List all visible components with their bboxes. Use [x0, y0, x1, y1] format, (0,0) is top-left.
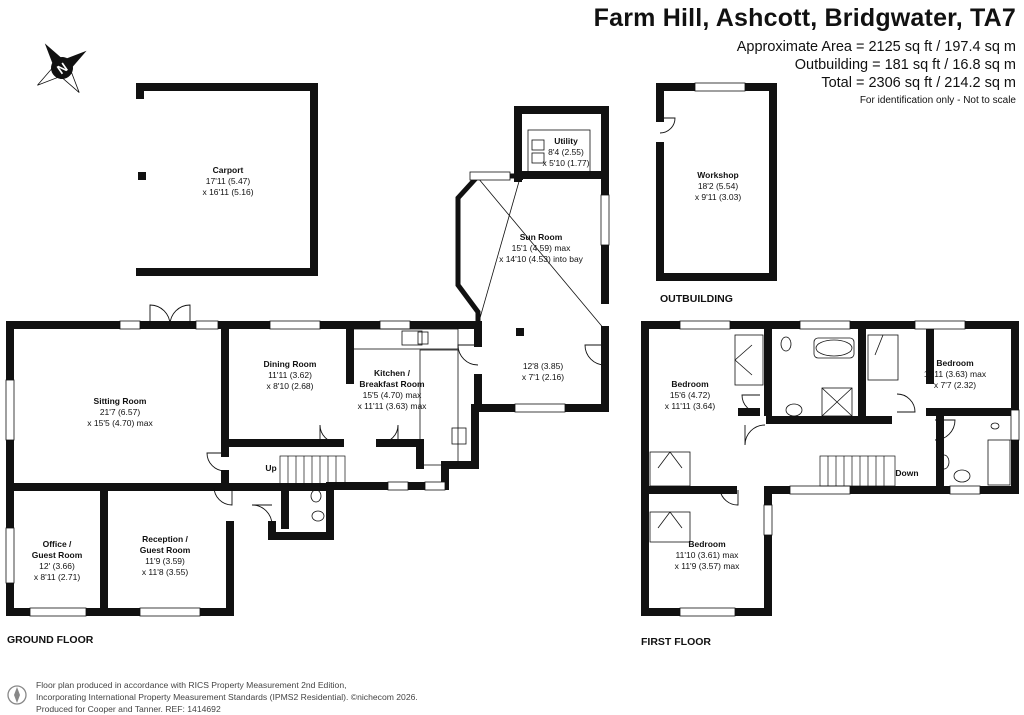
room-sitting-room: Sitting Room 21'7 (6.57) x 15'5 (4.70) m…	[87, 396, 153, 428]
room-carport: Carport 17'11 (5.47) x 16'11 (5.16)	[202, 165, 253, 197]
room-dim: x 15'5 (4.70) max	[87, 418, 153, 428]
stairs-ground	[279, 455, 346, 487]
room-office: Office / Guest Room 12' (3.66) x 8'11 (2…	[32, 539, 83, 582]
room-dim: x 11'8 (3.55)	[142, 567, 189, 577]
room-name: Utility	[554, 136, 578, 146]
total-area: Total = 2306 sq ft / 214.2 sq m	[821, 75, 1016, 91]
room-name: Bedroom	[936, 358, 974, 368]
room-dim: 11'10 (3.61) max	[676, 550, 740, 560]
room-name: Dining Room	[264, 359, 317, 369]
sun-room-diagonals	[477, 177, 606, 331]
room-dim: 18'2 (5.54)	[698, 181, 739, 191]
posts	[138, 172, 524, 336]
room-dim: 15'5 (4.70) max	[363, 390, 423, 400]
room-dim: x 11'11 (3.64)	[665, 401, 716, 411]
compass-icon	[37, 43, 87, 93]
outbuilding-label: OUTBUILDING	[660, 293, 733, 305]
room-name: Office /	[43, 539, 72, 549]
room-dim: 21'7 (6.57)	[100, 407, 141, 417]
room-dim: 11'9 (3.59)	[145, 556, 185, 566]
room-workshop: Workshop 18'2 (5.54) x 9'11 (3.03)	[695, 170, 742, 202]
room-name: Sun Room	[520, 232, 563, 242]
footer-line-1: Floor plan produced in accordance with R…	[36, 680, 347, 690]
room-dim: x 9'11 (3.03)	[695, 192, 742, 202]
room-dining-room: Dining Room 11'11 (3.62) x 8'10 (2.68)	[264, 359, 317, 391]
stairs-down-label: Down	[895, 468, 918, 478]
room-dim: x 7'1 (2.16)	[522, 372, 564, 382]
room-dim: 11'11 (3.63) max	[924, 369, 987, 379]
room-dim: x 16'11 (5.16)	[202, 187, 253, 197]
room-bedroom-1: Bedroom 15'6 (4.72) x 11'11 (3.64)	[665, 379, 716, 411]
room-sun-room-annex: 12'8 (3.85) x 7'1 (2.16)	[522, 361, 564, 382]
outbuilding-area: Outbuilding = 181 sq ft / 16.8 sq m	[794, 57, 1016, 73]
room-name: Guest Room	[140, 545, 191, 555]
nichecom-logo-icon	[7, 685, 27, 705]
identification-note: For identification only - Not to scale	[859, 95, 1016, 106]
room-dim: 15'1 (4.59) max	[512, 243, 572, 253]
room-name: Carport	[213, 165, 244, 175]
room-dim: x 5'10 (1.77)	[543, 158, 590, 168]
room-name: Breakfast Room	[359, 379, 425, 389]
room-dim: 11'11 (3.62)	[268, 370, 312, 380]
room-name: Sitting Room	[94, 396, 147, 406]
ground-floor-label: GROUND FLOOR	[7, 634, 94, 646]
room-dim: 12' (3.66)	[39, 561, 75, 571]
room-dim: 8'4 (2.55)	[548, 147, 584, 157]
room-name: Kitchen /	[374, 368, 411, 378]
room-dim: 12'8 (3.85)	[523, 361, 564, 371]
room-name: Workshop	[697, 170, 738, 180]
room-dim: x 14'10 (4.53) into bay	[499, 254, 584, 264]
sun-room-bay	[455, 173, 520, 330]
room-dim: x 7'7 (2.32)	[934, 380, 976, 390]
room-bedroom-2: Bedroom 11'11 (3.63) max x 7'7 (2.32)	[924, 358, 987, 390]
footer-line-3: Produced for Cooper and Tanner. REF: 141…	[36, 704, 221, 714]
approx-area: Approximate Area = 2125 sq ft / 197.4 sq…	[736, 39, 1016, 55]
wardrobes	[649, 334, 899, 543]
doors	[149, 117, 956, 526]
windows	[5, 82, 1020, 617]
room-dim: 17'11 (5.47)	[206, 176, 251, 186]
room-sun-room: Sun Room 15'1 (4.59) max x 14'10 (4.53) …	[499, 232, 584, 264]
first-floor-label: FIRST FLOOR	[641, 636, 711, 648]
room-name: Guest Room	[32, 550, 83, 560]
room-dim: 15'6 (4.72)	[670, 390, 711, 400]
room-name: Bedroom	[671, 379, 709, 389]
room-dim: x 8'10 (2.68)	[267, 381, 314, 391]
room-reception: Reception / Guest Room 11'9 (3.59) x 11'…	[140, 534, 191, 577]
footer-line-2: Incorporating International Property Mea…	[36, 692, 418, 702]
carport-walls	[136, 83, 318, 276]
room-name: Reception /	[142, 534, 188, 544]
room-kitchen: Kitchen / Breakfast Room 15'5 (4.70) max…	[358, 368, 428, 411]
room-bedroom-3: Bedroom 11'10 (3.61) max x 11'9 (3.57) m…	[675, 539, 741, 571]
room-dim: x 11'11 (3.63) max	[358, 401, 428, 411]
room-dim: x 11'9 (3.57) max	[675, 561, 741, 571]
room-name: Bedroom	[688, 539, 726, 549]
stairs-first	[819, 455, 896, 487]
room-dim: x 8'11 (2.71)	[34, 572, 81, 582]
page-title: Farm Hill, Ashcott, Bridgwater, TA7	[593, 4, 1016, 32]
fixtures	[310, 129, 1011, 522]
room-utility: Utility 8'4 (2.55) x 5'10 (1.77)	[543, 136, 590, 168]
stairs-up-label: Up	[265, 463, 276, 473]
